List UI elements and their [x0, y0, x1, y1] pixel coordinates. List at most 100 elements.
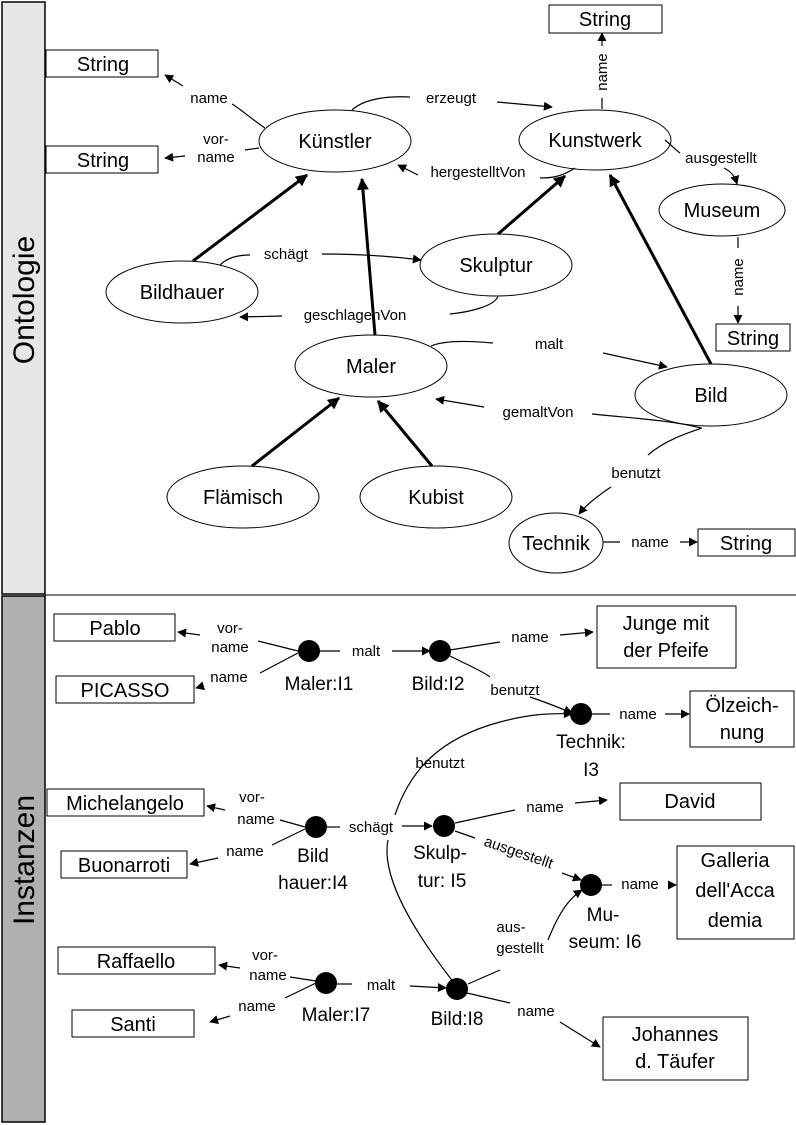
literal-oelzeichnung: Ölzeich- nung: [689, 690, 795, 748]
literal-string-kuenstler-vorname-text: String: [77, 150, 129, 172]
literal-string-top-text: String: [579, 9, 631, 31]
edge-malt: malt: [430, 336, 668, 370]
edge-i2-name-label: name: [511, 629, 549, 646]
edge-i8-name-label: name: [517, 1003, 555, 1020]
ontology-sidebar: [1, 1, 46, 595]
literal-galleria-line-3: demia: [708, 910, 763, 932]
literal-string-technik-text: String: [720, 533, 772, 555]
literal-santi: Santi: [71, 1009, 195, 1038]
literal-galleria-line-2: dell'Acca: [695, 880, 775, 902]
class-bildhauer-label: Bildhauer: [140, 282, 225, 304]
literal-string-museum-text: String: [727, 328, 779, 350]
subclass-kubist-maler: [376, 400, 434, 467]
instance-museum-i6-dot: [580, 874, 602, 896]
subclass-skulptur-kunstwerk: [497, 174, 566, 236]
class-technik: Technik: [508, 512, 604, 574]
literal-santi-text: Santi: [110, 1014, 156, 1036]
edge-technik-name: name: [603, 534, 698, 551]
instances-sidebar: [1, 595, 46, 1123]
edge-i5-ausgestellt-label: ausgestellt: [482, 833, 556, 873]
edge-ausgestellt: ausgestellt: [664, 139, 758, 185]
edge-i3-name-label: name: [619, 706, 657, 723]
edge-i7-vorname-label-2: name: [249, 967, 287, 984]
edge-erzeugt: erzeugt: [351, 90, 553, 111]
instance-museum-i6-label-1: Mu-: [587, 905, 620, 926]
literal-galleria-dellaccademia: Galleria dell'Acca demia: [676, 845, 795, 940]
class-kubist-label: Kubist: [408, 487, 464, 509]
edge-kuenstler-name: name: [164, 74, 266, 129]
literal-string-museum: String: [715, 323, 791, 352]
instance-bild-i2-dot: [429, 640, 451, 662]
edge-kuenstler-vorname: vor- name: [164, 131, 260, 166]
subclass-bildhauer-kuenstler: [192, 173, 308, 263]
subclass-edges: [192, 173, 713, 468]
edge-i7-vorname-label-1: vor-: [252, 947, 278, 964]
edge-kunstwerk-name: name: [594, 32, 611, 109]
instance-skulptur-i5-label-1: Skulp-: [413, 843, 467, 864]
literal-oelzeichnung-line-2: nung: [720, 722, 765, 744]
edge-gemaltvon-label: gemaltVon: [503, 404, 574, 421]
instance-maler-i7-label: Maler:I7: [302, 1005, 371, 1026]
instance-bild-i8-dot: [446, 978, 468, 1000]
class-technik-label: Technik: [522, 533, 591, 555]
edge-i2-benutzt: benutzt: [449, 655, 573, 715]
subclass-flaemisch-maler: [251, 396, 340, 468]
edge-i5-name: name: [454, 796, 608, 824]
instance-bildhauer-i4-label-2: hauer:I4: [278, 873, 348, 894]
class-museum-label: Museum: [684, 200, 761, 222]
edge-malt-label: malt: [535, 336, 564, 353]
edge-ausgestellt-label: ausgestellt: [685, 150, 758, 167]
instance-technik-i3-dot: [570, 703, 592, 725]
edge-benutzt: benutzt: [578, 427, 703, 515]
edge-i4-vorname-label-1: vor-: [239, 789, 265, 806]
class-kunstwerk-label: Kunstwerk: [548, 130, 642, 152]
literal-pablo: Pablo: [53, 613, 176, 642]
edge-i4-schaegt: schägt: [327, 819, 433, 836]
edge-i7-name-label: name: [238, 998, 276, 1015]
instances-section-label: Instanzen: [8, 795, 41, 925]
class-bild: Bild: [634, 363, 788, 427]
edge-benutzt-label: benutzt: [611, 465, 661, 482]
edge-i8-ausgestellt: aus- gestellt: [467, 889, 583, 985]
edge-geschlagenvon: geschlagenVon: [239, 295, 499, 324]
edge-i2-name: name: [449, 628, 594, 651]
edge-i1-vorname-label-1: vor-: [217, 620, 243, 637]
literal-galleria-line-1: Galleria: [701, 850, 771, 872]
instance-maler-i1-label: Maler:I1: [285, 674, 354, 695]
edge-i3-name: name: [592, 706, 690, 723]
literal-picasso: PICASSO: [55, 675, 195, 704]
class-kuenstler: Künstler: [258, 109, 412, 173]
edge-museum-name-label: name: [730, 258, 747, 296]
class-kubist: Kubist: [359, 465, 513, 529]
edge-i4-name: name: [189, 828, 306, 867]
edge-i2-benutzt-label: benutzt: [490, 682, 540, 699]
literal-string-top: String: [548, 4, 663, 34]
edge-geschlagenvon-label: geschlagenVon: [304, 307, 407, 324]
literal-junge-line-1: Junge mit: [623, 613, 710, 635]
edge-i1-malt-label: malt: [352, 643, 381, 660]
literal-string-kuenstler-vorname: String: [45, 145, 159, 174]
edge-i7-malt: malt: [337, 977, 447, 994]
edge-kuenstler-vorname-label-2: name: [197, 149, 235, 166]
literal-picasso-text: PICASSO: [81, 680, 170, 702]
class-maler: Maler: [294, 334, 448, 398]
literal-raffaello-text: Raffaello: [97, 951, 176, 973]
instance-skulptur-i5-label-2: tur: I5: [418, 871, 467, 892]
literal-david: David: [619, 782, 762, 821]
edge-i8-ausgestellt-label-1: aus-: [496, 919, 525, 936]
literal-junge-mit-der-pfeife: Junge mit der Pfeife: [596, 605, 737, 669]
class-flaemisch-label: Flämisch: [203, 487, 283, 509]
class-museum: Museum: [658, 183, 786, 237]
edge-i1-name-label: name: [210, 669, 248, 686]
edge-museum-name: name: [730, 237, 747, 324]
class-bild-label: Bild: [694, 385, 727, 407]
instance-technik-i3-label-2: I3: [583, 760, 599, 781]
edge-i8-name: name: [466, 992, 601, 1048]
edge-i5-name-label: name: [526, 799, 564, 816]
subclass-maler-kuenstler: [356, 177, 377, 336]
edge-i8-benutzt-label: benutzt: [415, 755, 465, 772]
edge-kunstwerk-name-label: name: [594, 53, 611, 91]
edge-schaegt: schägt: [219, 246, 422, 266]
class-skulptur: Skulptur: [419, 233, 573, 297]
literal-michelangelo-text: Michelangelo: [66, 793, 184, 815]
